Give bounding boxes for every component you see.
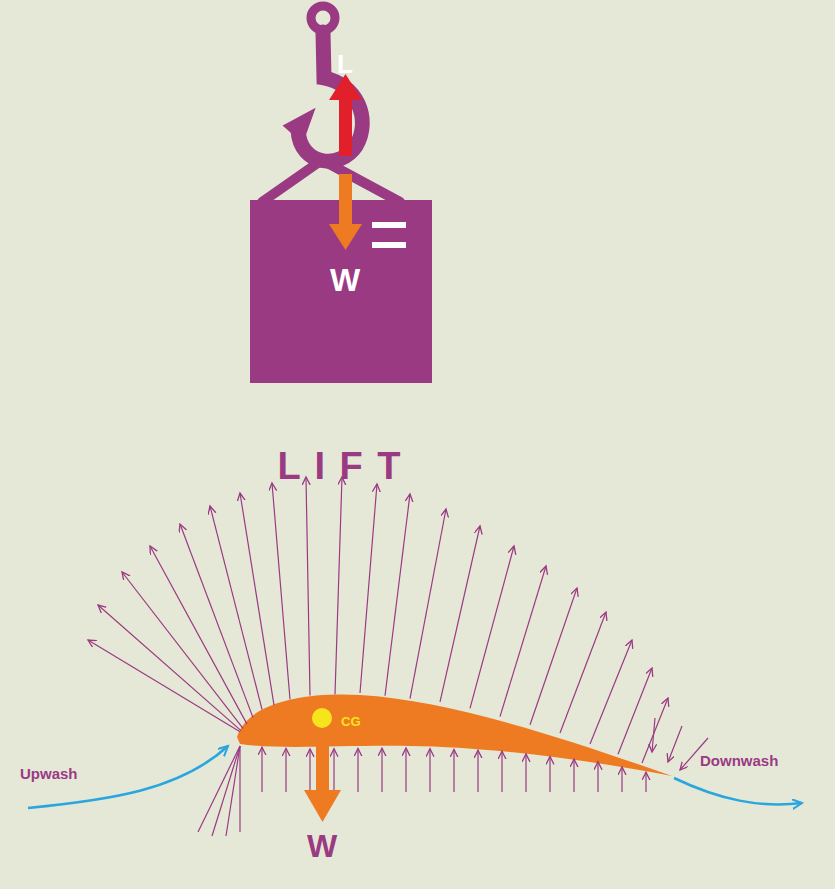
pressure-arrow <box>357 748 358 792</box>
pressure-arrow <box>210 506 262 709</box>
pressure-arrow <box>333 749 334 792</box>
pressure-arrow <box>618 668 652 754</box>
hook-body <box>298 32 362 161</box>
equals-sign <box>372 222 406 248</box>
equals-bar <box>372 242 406 248</box>
pressure-arrow <box>335 477 342 694</box>
lift-heading: L I F T <box>277 447 402 485</box>
pressure-arrow <box>405 748 406 792</box>
downwash-label: Downwash <box>700 753 778 768</box>
lift-arrow-shaft <box>339 98 352 156</box>
pressure-arrow <box>501 751 502 792</box>
equals-bar <box>372 222 406 228</box>
pressure-arrow <box>573 759 574 792</box>
pressure-arrow <box>477 750 478 792</box>
downwash-flow <box>674 778 802 804</box>
pressure-arrow <box>652 718 655 752</box>
weight-arrow-shaft <box>316 735 329 793</box>
weight-arrow-shaft <box>339 174 352 226</box>
pressure-arrow <box>239 746 240 832</box>
pressure-arrow <box>560 612 606 733</box>
pressure-arrow <box>88 640 240 732</box>
pressure-arrow <box>122 572 243 728</box>
pressure-arrow <box>306 477 310 696</box>
lift-arrow-head <box>329 74 362 100</box>
crane-hook <box>262 6 400 202</box>
pressure-arrow <box>429 749 430 792</box>
lift-arrow <box>329 74 362 156</box>
weight-label: W <box>330 264 360 296</box>
pressure-arrow <box>360 484 377 693</box>
hook-barb <box>286 112 312 140</box>
pressure-arrow <box>261 747 262 792</box>
weight-arrow <box>329 174 362 250</box>
pressure-arrow <box>198 746 240 832</box>
pressure-arrow <box>525 754 526 792</box>
pressure-arrows <box>88 477 708 836</box>
weight-label: W <box>307 830 337 862</box>
weight-arrow-head <box>329 224 362 250</box>
cg-dot <box>312 708 332 728</box>
upwash-label: Upwash <box>20 766 78 781</box>
pressure-arrow <box>597 762 598 792</box>
weight-arrow-head <box>304 790 341 822</box>
pressure-arrow <box>453 749 454 792</box>
lift-symbol: L <box>337 51 353 77</box>
pressure-arrow <box>668 726 682 762</box>
load-crate: W <box>250 200 432 383</box>
cg-label: CG <box>341 715 361 728</box>
pressure-arrow <box>385 494 410 696</box>
pressure-arrow <box>470 546 514 708</box>
pressure-arrow <box>272 483 290 700</box>
pressure-arrow <box>98 605 241 731</box>
pressure-arrow <box>309 749 310 792</box>
pressure-arrow <box>645 772 646 792</box>
airfoil-weight-arrow <box>304 735 341 822</box>
pressure-arrow <box>212 746 240 836</box>
pressure-arrow <box>621 767 622 792</box>
hook-ring <box>311 6 335 30</box>
airfoil-outline <box>237 694 672 776</box>
pressure-arrow <box>150 546 247 724</box>
sling <box>262 160 400 202</box>
pressure-arrow <box>590 640 632 744</box>
pressure-arrow <box>226 746 240 836</box>
airfoil: CG <box>235 688 675 780</box>
pressure-arrow <box>381 748 382 792</box>
pressure-arrow <box>410 509 446 699</box>
pressure-arrow <box>500 566 546 717</box>
pressure-arrow <box>549 757 550 793</box>
pressure-arrow <box>240 493 274 705</box>
pressure-arrow <box>180 524 253 718</box>
airfoil-shape <box>235 688 675 780</box>
pressure-arrow <box>642 698 668 763</box>
pressure-arrow <box>285 748 286 792</box>
pressure-arrow <box>440 526 480 702</box>
pressure-arrow <box>530 588 577 725</box>
